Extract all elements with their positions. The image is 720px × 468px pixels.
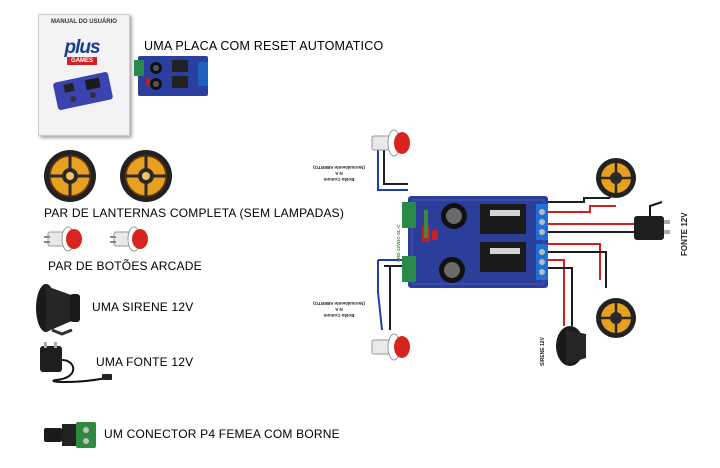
caption-line: N A	[335, 307, 343, 312]
p4-connector-photo	[44, 422, 96, 448]
board-photo	[134, 56, 208, 96]
caption-line: (Normalmente ABERTO)	[313, 165, 365, 170]
lamp-icon	[44, 150, 96, 202]
item-lamps-label: PAR DE LANTERNAS COMPLETA (SEM LAMPADAS)	[44, 206, 345, 220]
logo-sub-text: GAMES	[67, 57, 97, 65]
wire-blue	[377, 148, 408, 191]
relay-bottom	[480, 242, 526, 272]
lamp-pair-photo	[44, 150, 172, 202]
board-text: SRD-12VDC-SL-C	[396, 224, 401, 262]
manual-title: MANUAL DO USUÁRIO	[51, 19, 117, 25]
arcade-button-icon	[371, 333, 410, 361]
siren-label: SIRENE 12V	[540, 337, 546, 366]
caption-line: Botão Comum	[323, 177, 355, 182]
power-adapter-icon	[634, 201, 670, 240]
lamp-icon	[596, 298, 636, 338]
user-manual: MANUAL DO USUÁRIO plus GAMES	[38, 14, 130, 136]
power-supply-photo	[40, 342, 112, 383]
plus-games-logo: plus GAMES	[49, 37, 115, 65]
relay-top	[480, 204, 526, 234]
logo-main-text: plus	[64, 37, 100, 58]
arcade-button-icon	[44, 226, 82, 252]
item-board-label: UMA PLACA COM RESET AUTOMATICO	[144, 39, 384, 53]
relay-board	[402, 196, 548, 288]
siren-icon	[556, 326, 586, 366]
lamp-icon	[596, 158, 636, 198]
terminal-left-top	[402, 202, 416, 228]
siren-photo	[36, 284, 80, 336]
arcade-button-icon	[371, 129, 410, 157]
arcade-button-icon	[110, 226, 148, 252]
manual-board-photo	[53, 72, 113, 110]
power-label: FONTE 12V	[680, 212, 689, 256]
wire-dark	[384, 265, 391, 330]
terminal-left-bottom	[402, 256, 416, 282]
caption-line: Botão Comum	[323, 313, 355, 318]
item-buttons-label: PAR DE BOTÕES ARCADE	[48, 259, 202, 273]
caption-line: N A	[335, 171, 343, 176]
wiring-diagram	[371, 129, 670, 366]
item-connector-label: UM CONECTOR P4 FEMEA COM BORNE	[104, 427, 340, 441]
item-power-label: UMA FONTE 12V	[96, 355, 194, 369]
wire-dark	[383, 148, 408, 185]
wire-blue	[377, 260, 383, 331]
item-siren-label: UMA SIRENE 12V	[92, 300, 194, 314]
lamp-icon	[120, 150, 172, 202]
button-bottom-caption: Botão Comum N A (Normalmente ABERTO)	[306, 300, 372, 318]
caption-line: (Normalmente ABERTO)	[313, 301, 365, 306]
arcade-button-pair-photo	[44, 226, 148, 252]
button-top-caption: Botão Comum N A (Normalmente ABERTO)	[306, 164, 372, 182]
